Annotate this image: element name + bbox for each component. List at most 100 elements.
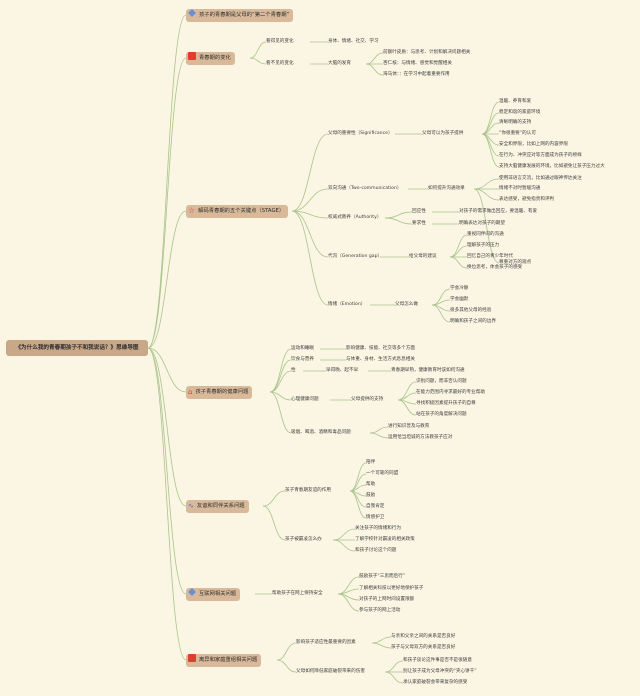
connector bbox=[371, 636, 392, 644]
connector bbox=[371, 642, 392, 649]
role-item: 陪伴 bbox=[366, 460, 376, 465]
connector bbox=[384, 660, 404, 673]
branch-friendship[interactable]: ∿友谊和同伴关系问题 bbox=[186, 500, 249, 513]
bullying: 孩子被霸凌怎么办 bbox=[285, 537, 322, 542]
two-item: 尊重对方的观点 bbox=[499, 260, 532, 265]
connector bbox=[473, 188, 500, 264]
branch-second-adolescence[interactable]: 孩子的青春期是父母的“第二个青春期” bbox=[186, 9, 294, 22]
branch-divorce[interactable]: 离异和家庭重组相关问题 bbox=[186, 654, 262, 667]
sig-item: “你很重要”的认可 bbox=[499, 131, 536, 136]
exercise-sleep-item: 影响健康、技能、社交等多个方面 bbox=[346, 346, 415, 351]
connector bbox=[449, 256, 468, 269]
responsiveness: 回应性 bbox=[412, 209, 426, 214]
friendship-role: 孩子青春期友谊的作用 bbox=[285, 488, 331, 493]
diet-nutrition-item: 与体重、身材、生活方式息息相关 bbox=[346, 357, 415, 362]
reduce-item: 和孩子谈论这件事是否不是很随意 bbox=[403, 658, 472, 663]
advice-to-parents: 给父母的建议 bbox=[409, 254, 437, 259]
bully-item: 了解学校针对霸凌的相关政策 bbox=[355, 537, 415, 542]
gap-item: 回忆自己的青少年时代 bbox=[467, 254, 513, 259]
connector bbox=[249, 41, 267, 59]
mental-item: 识别问题，而非否认问题 bbox=[416, 379, 467, 384]
home-icon: ⌂ bbox=[188, 388, 193, 396]
sexuality: 性 bbox=[291, 368, 296, 373]
sig-item: 清晰明确的支持 bbox=[499, 120, 532, 125]
branch-label: 青春期的变化 bbox=[199, 55, 231, 61]
demandingness: 要求性 bbox=[412, 221, 426, 226]
branch-label: 解码青春期的五个关键点（STAGE） bbox=[198, 208, 285, 214]
demandingness-item: 明确表达对孩子的期望 bbox=[459, 221, 505, 226]
generation-gap: 代沟（Generation gap） bbox=[328, 254, 383, 259]
brain-item: 杏仁核：与情绪、感觉和觉醒相关 bbox=[383, 61, 452, 66]
branch-label: 孩子的青春期是父母的“第二个青春期” bbox=[199, 12, 290, 18]
bully-item: 关注孩子的情绪和行为 bbox=[355, 526, 401, 531]
reduce-item: 承认家庭破裂会带来复杂的感受 bbox=[403, 680, 468, 685]
emo-item: 很多其他父母的经验 bbox=[450, 308, 492, 313]
internet-item: 对孩子的上网时间设置限额 bbox=[359, 597, 415, 602]
connector bbox=[269, 348, 292, 393]
sex-item-a: 早得晚、起不早 bbox=[326, 368, 359, 373]
branch-label: 互联网相关问题 bbox=[199, 591, 237, 597]
exercise-sleep: 运动和睡眠 bbox=[291, 346, 314, 351]
substance-issues: 吸烟、喝酒、酒精和毒品问题 bbox=[291, 430, 351, 435]
connector bbox=[349, 490, 367, 519]
flag-icon bbox=[188, 654, 196, 662]
role-item: 帮助 bbox=[366, 482, 376, 487]
factor-item: 孩子与父母双方的关系是否良好 bbox=[391, 645, 456, 650]
two-item: 表达感受，避免指责和评判 bbox=[499, 197, 555, 202]
brain-item: 前额叶皮质：与思考、计划和解决问题相关 bbox=[383, 50, 471, 55]
connector bbox=[147, 14, 187, 349]
connector bbox=[291, 210, 329, 258]
adaptation-factors: 影响孩子适应性最重要的因素 bbox=[296, 640, 356, 645]
connector bbox=[481, 133, 500, 157]
role-item: 情感护卫 bbox=[366, 515, 385, 520]
connector bbox=[481, 133, 500, 168]
connector bbox=[332, 528, 356, 541]
factor-item: 与亲和父亲之间的关系是否良好 bbox=[391, 634, 456, 639]
visible-change: 看得见的变化 bbox=[266, 39, 294, 44]
connector bbox=[384, 211, 413, 219]
two-way-communication: 双向沟通（Two-communication） bbox=[328, 186, 402, 191]
connector bbox=[449, 245, 468, 258]
emotion: 情绪（Emotion） bbox=[328, 302, 366, 307]
internet-item: 了解相关科技以更好地保护孩子 bbox=[359, 586, 424, 591]
two-item: 使用非语言交流，比如通过眼神传达关注 bbox=[499, 176, 582, 181]
connector bbox=[147, 347, 187, 595]
sig-item: 支持大脑健康发展的环境，比如避免让孩子压力过大 bbox=[499, 164, 605, 169]
branch-health-issues[interactable]: ⌂孩子青春期的健康问题 bbox=[186, 386, 253, 399]
root-node[interactable]: 《为什么我的青春期孩子不和我说话？》思维导图 bbox=[6, 340, 148, 356]
connector bbox=[473, 178, 500, 190]
branch-label: 友谊和同伴关系问题 bbox=[196, 503, 245, 509]
connector bbox=[481, 101, 500, 135]
role-item: 自我肯定 bbox=[366, 504, 385, 509]
bully-item: 和孩子讨论这个问题 bbox=[355, 548, 397, 553]
drug-item: 进行知识普及与教育 bbox=[388, 424, 430, 429]
connector bbox=[449, 234, 468, 258]
online-safety: 帮助孩子在网上保持安全 bbox=[272, 591, 323, 596]
diamond-icon bbox=[188, 588, 196, 596]
internet-item: 鼓励孩子“三思而后行” bbox=[359, 574, 406, 579]
two-item: 情绪不对时暂缓沟通 bbox=[499, 186, 541, 191]
connector bbox=[291, 210, 329, 306]
connector bbox=[269, 391, 292, 401]
what-parents-do: 父母怎么做 bbox=[395, 302, 418, 307]
gap-item: 理解孩子的压力 bbox=[467, 243, 500, 248]
role-item: 一个可靠的同盟 bbox=[366, 471, 399, 476]
sig-item: 在行为、冲突应对等方面成为孩子的榜样 bbox=[499, 153, 582, 158]
connector bbox=[291, 188, 329, 212]
connector bbox=[291, 210, 329, 219]
connector bbox=[262, 505, 286, 541]
branch-label: 孩子青春期的健康问题 bbox=[195, 389, 249, 395]
connector bbox=[276, 659, 297, 673]
mental-item: 站在孩子的角度解决问题 bbox=[416, 412, 467, 417]
connector bbox=[384, 217, 413, 225]
connector bbox=[269, 359, 292, 393]
branch-internet[interactable]: 互联网相关问题 bbox=[186, 588, 241, 601]
connector bbox=[369, 426, 389, 434]
branch-stage-keys[interactable]: ☆解码青春期的五个关键点（STAGE） bbox=[186, 205, 289, 218]
wave-icon: ∿ bbox=[188, 502, 194, 510]
sig-item: 安全和界限，比如上网的内容界限 bbox=[499, 142, 568, 147]
branch-adolescent-changes[interactable]: 青春期的变化 bbox=[186, 52, 235, 65]
connector bbox=[269, 370, 292, 393]
connector bbox=[147, 347, 187, 507]
